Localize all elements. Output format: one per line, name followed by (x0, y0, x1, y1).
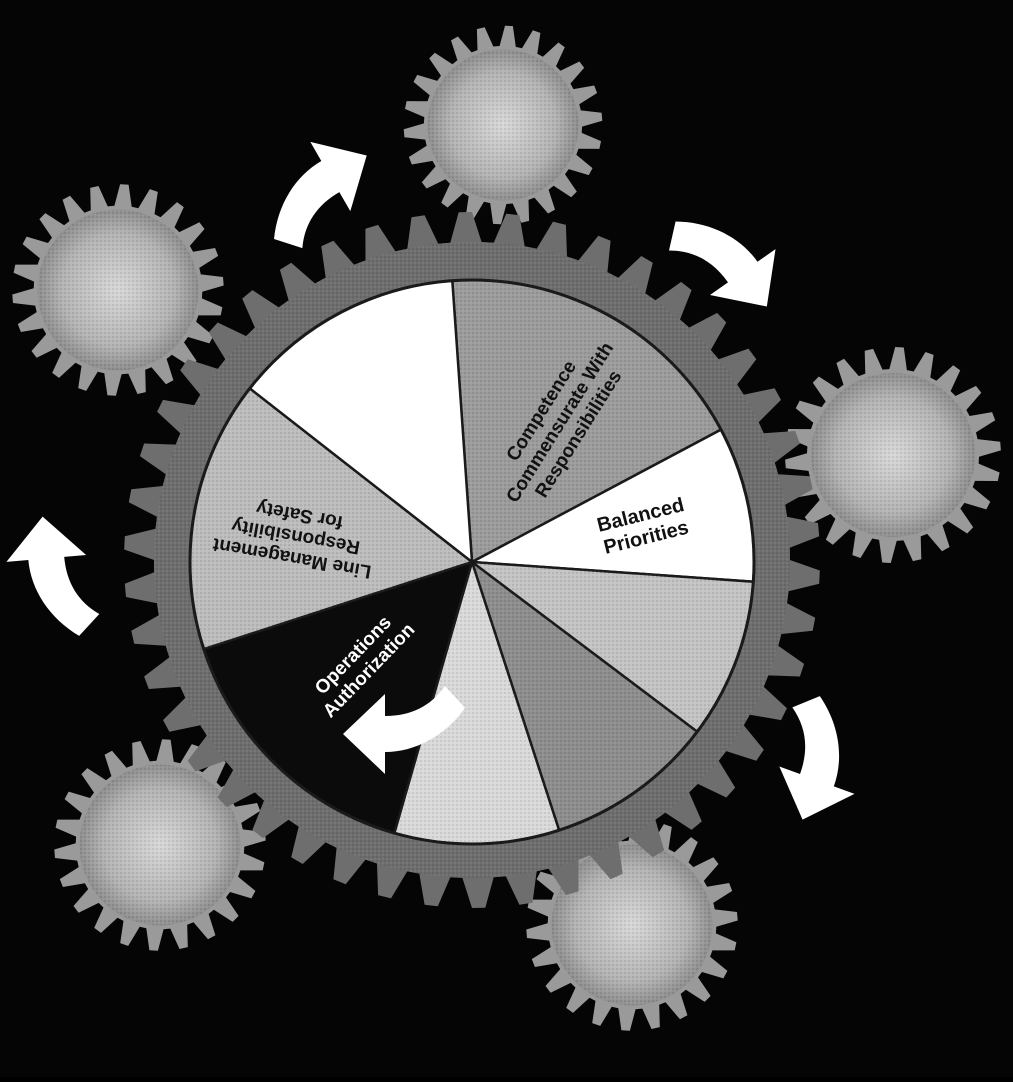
principles-wheel: CompetenceCommensurate WithResponsibilit… (190, 280, 754, 844)
